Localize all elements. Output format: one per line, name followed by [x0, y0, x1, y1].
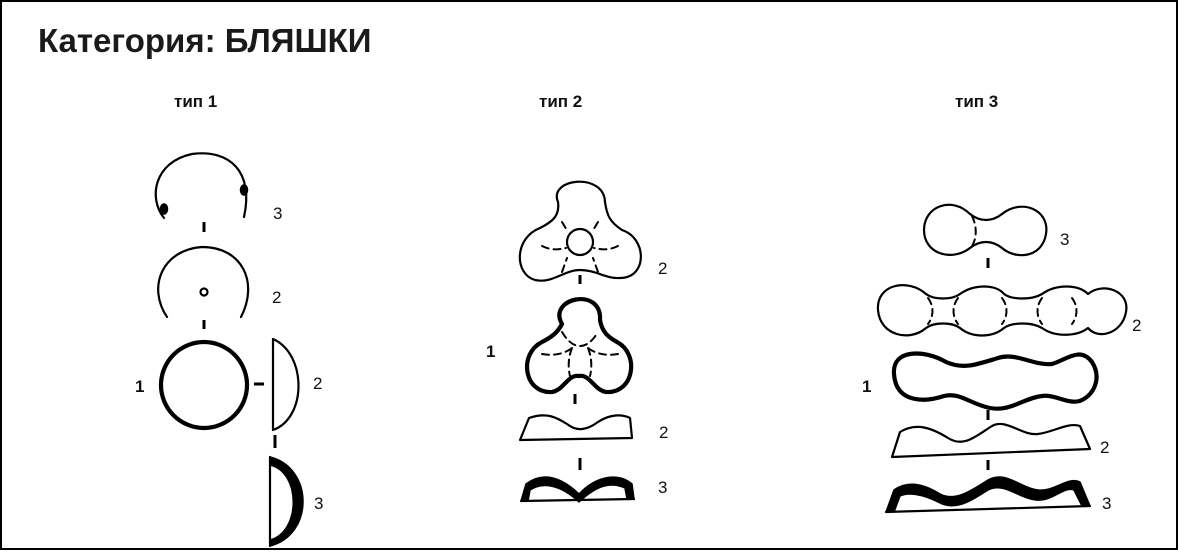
type-3-label-bottom: 3	[1102, 494, 1111, 513]
type-3-label-side: 2	[1100, 438, 1109, 457]
type-2-top-view-center-ring	[565, 227, 595, 257]
type-1-label-side: 2	[313, 374, 322, 393]
type-3-top-view-dash	[971, 215, 977, 247]
type-3-upper-view-dash-3	[1001, 297, 1008, 325]
type-2-label-bottom: 3	[658, 478, 667, 497]
type-1-top-view-ring	[154, 152, 248, 220]
type-2-top-view-dash-6	[592, 257, 599, 273]
type-2-group: 2 1 2 3	[486, 180, 668, 503]
type-3-upper-view-dash-2	[952, 297, 959, 325]
type-1-side-profile-thin	[271, 337, 300, 432]
type-1-label-top: 3	[273, 204, 282, 223]
type-1-main-view-circle	[158, 339, 250, 431]
type-2-main-view-outline	[524, 297, 634, 395]
type-3-group: 3 2 1 2 3	[862, 203, 1141, 514]
type-2-main-view-dash-1	[561, 331, 599, 348]
type-1-top-view-dot-left	[159, 203, 169, 215]
type-2-top-view-dash-3	[541, 245, 567, 251]
type-2-main-view-dash-3	[587, 347, 619, 356]
type-2-label-side: 2	[659, 423, 668, 442]
type-1-group: 3 2 1 2 3	[135, 152, 323, 548]
type-3-upper-view-outline	[876, 284, 1128, 337]
type-2-main-view-dash-4	[567, 347, 573, 377]
type-2-label-top: 2	[658, 259, 667, 278]
type-1-top-view-dot-right	[239, 184, 249, 196]
type-3-upper-view-dash-1	[927, 297, 934, 325]
type-2-top-view-dash-1	[561, 221, 569, 233]
type-3-top-view-outline	[922, 203, 1048, 257]
type-1-middle-view-hole	[199, 287, 209, 297]
type-3-side-profile-thin	[890, 423, 1092, 459]
type-2-side-profile-thin	[518, 414, 634, 442]
type-1-label-middle: 2	[272, 288, 281, 307]
type-1-label-main: 1	[135, 377, 144, 396]
type-1-label-bottom-side: 3	[314, 494, 323, 513]
type-1-side-profile-thick	[269, 456, 304, 547]
type-1-middle-view-ring	[157, 245, 250, 319]
type-3-upper-view-dash-4	[1036, 297, 1043, 325]
type-3-main-view-outline	[891, 351, 1099, 411]
type-3-label-main: 1	[862, 377, 871, 396]
page-title: Категория: БЛЯШКИ	[38, 22, 372, 59]
type-2-main-view-dash-5	[587, 347, 593, 377]
type-2-top-view-dash-4	[593, 245, 619, 251]
type-2-top-view-outline	[518, 180, 642, 282]
type-3-upper-view-dash-5	[1071, 297, 1078, 325]
type-2-heading: тип 2	[539, 92, 583, 111]
type-3-label-upper: 2	[1132, 316, 1141, 335]
type-2-label-main: 1	[486, 342, 495, 361]
type-3-side-profile-base	[884, 504, 1092, 514]
type-2-top-view-dash-5	[561, 257, 568, 273]
type-3-heading: тип 3	[955, 92, 999, 111]
type-2-top-view-dash-2	[591, 221, 599, 233]
type-2-main-view-dash-2	[541, 347, 573, 356]
type-1-heading: тип 1	[174, 92, 218, 111]
type-2-side-profile-base	[519, 497, 636, 503]
type-3-label-top: 3	[1060, 230, 1069, 249]
